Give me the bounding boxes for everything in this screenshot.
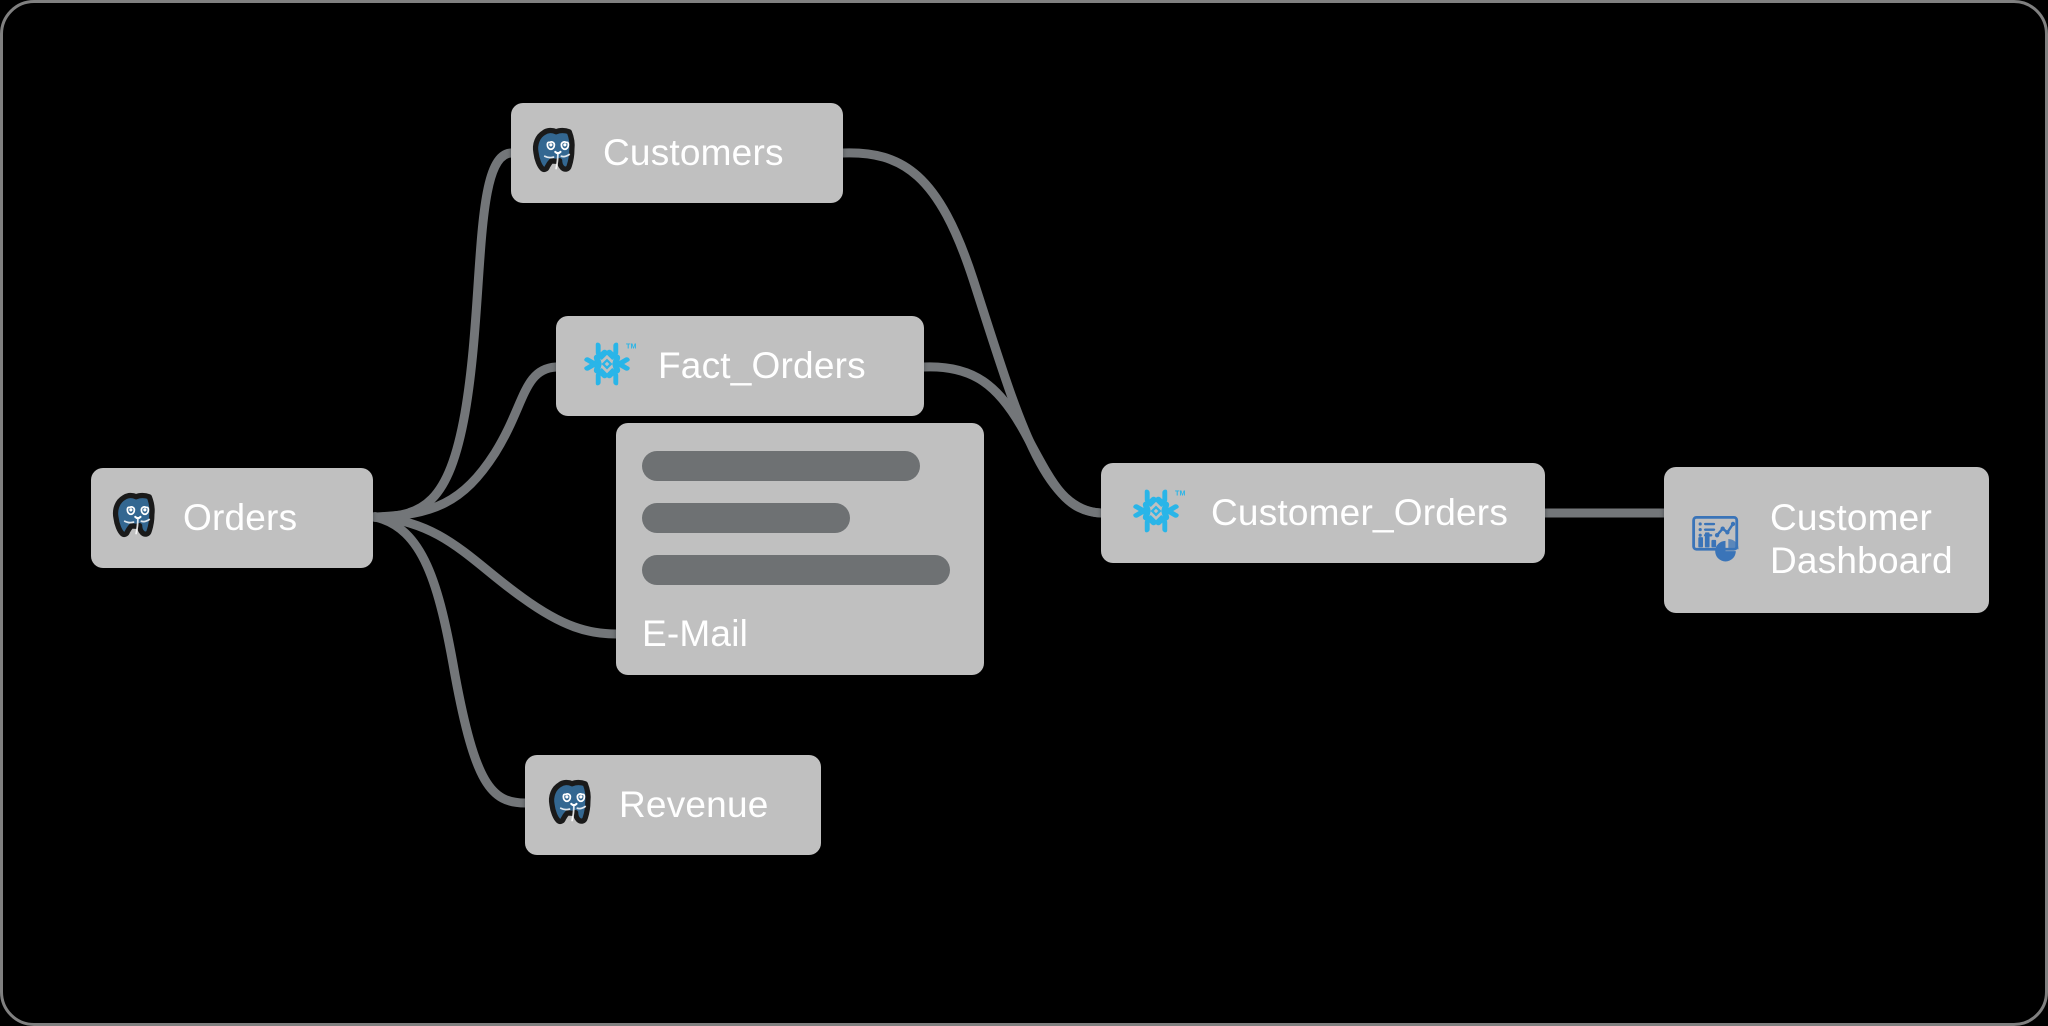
edge-orders-fact-orders xyxy=(370,362,561,522)
svg-text:TM: TM xyxy=(1175,488,1185,497)
node-label: Customer_Orders xyxy=(1211,491,1509,533)
snowflake-icon: TM xyxy=(578,335,637,398)
node-customer-orders[interactable]: TM Customer_Orders xyxy=(1101,463,1545,563)
node-label: Orders xyxy=(183,496,298,538)
svg-text:TM: TM xyxy=(626,341,636,350)
postgresql-icon xyxy=(545,775,601,836)
node-label: Customer Dashboard xyxy=(1770,497,1953,581)
node-email[interactable]: E-Mail xyxy=(616,423,984,675)
snowflake-icon: TM xyxy=(1127,482,1186,545)
placeholder-line xyxy=(642,555,950,585)
node-label: Fact_Orders xyxy=(658,344,866,386)
edge-orders-customers xyxy=(370,148,516,522)
node-revenue[interactable]: Revenue xyxy=(525,755,821,855)
node-customer-dashboard[interactable]: Customer Dashboard xyxy=(1664,467,1989,613)
placeholder-line xyxy=(642,503,850,533)
node-fact-orders[interactable]: TM Fact_Orders xyxy=(556,316,924,416)
placeholder-line xyxy=(642,451,920,481)
node-customers[interactable]: Customers xyxy=(511,103,843,203)
postgresql-icon xyxy=(109,488,165,549)
edge-orders-email xyxy=(370,512,621,639)
node-label: Revenue xyxy=(619,783,769,825)
node-label: Customers xyxy=(603,131,784,173)
node-label: E-Mail xyxy=(642,613,749,654)
dashboard-chart-icon xyxy=(1688,508,1748,573)
node-orders[interactable]: Orders xyxy=(91,468,373,568)
postgresql-icon xyxy=(529,123,585,184)
edge-orders-revenue xyxy=(370,512,530,808)
